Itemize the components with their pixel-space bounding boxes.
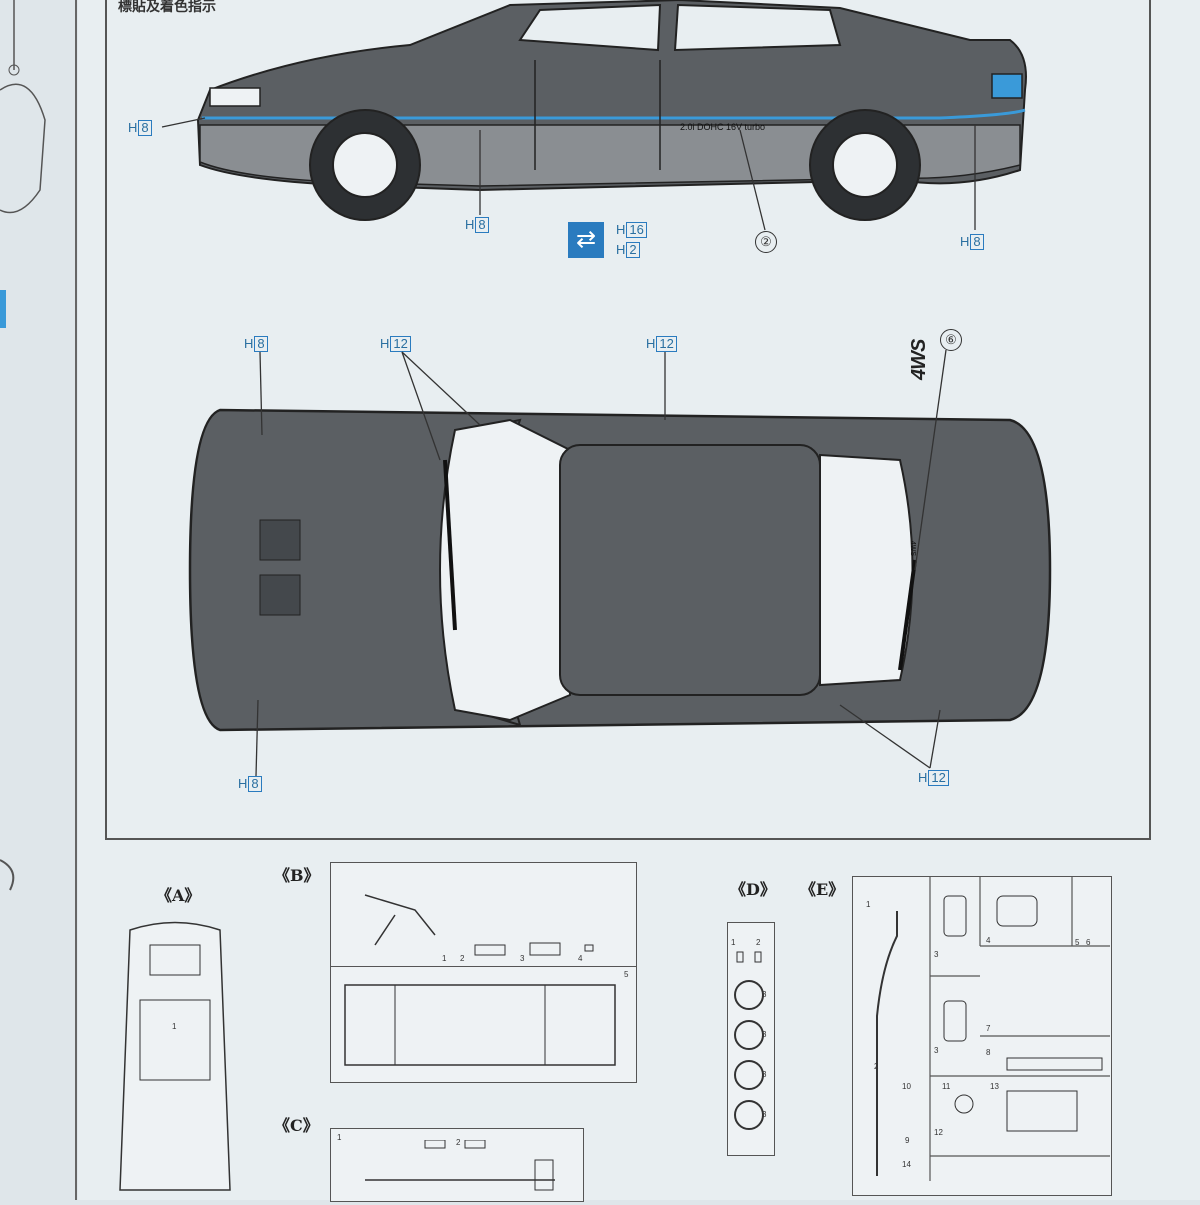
part-d-number-3a: 3 [762,990,767,999]
part-e-number-1: 1 [866,900,871,909]
part-e-number-13: 13 [990,1082,999,1091]
section-a-label: 《A》 [156,886,201,905]
part-e-number-9: 9 [905,1136,910,1145]
part-e-drawings [876,876,1110,1181]
part-e-number-6: 6 [1086,938,1091,947]
section-c-label: 《C》 [274,1116,319,1135]
part-b-number-3: 3 [520,954,525,963]
part-a-body [119,921,231,1191]
car-side-view [196,0,1027,221]
part-d-number-1: 1 [731,938,736,947]
part-e-number-3a: 3 [934,950,939,959]
part-c-number-1: 1 [337,1133,342,1142]
sprue-b [330,862,637,972]
part-e-number-4: 4 [986,936,991,945]
car-top-view [188,408,1052,732]
section-d-label: 《D》 [730,880,776,899]
part-b-number-4: 4 [578,954,583,963]
part-e-number-5: 5 [1075,938,1080,947]
side-decal-text: 2.0i DOHC 16V turbo [680,122,766,132]
part-e-number-7: 7 [986,1024,991,1033]
decal-marker-top: ⑥ [940,329,962,351]
leader-lines [161,117,976,777]
part-e-number-8: 8 [986,1048,991,1057]
decal-instruction-frame [105,0,1151,840]
page-heading: 標貼及着色指示 [118,0,216,14]
part-d-wheels [734,951,764,1130]
previous-page-edge [0,0,77,1200]
part-b-number-1: 1 [442,954,447,963]
part-c-number-2: 2 [456,1138,461,1147]
part-e-number-10: 10 [902,1082,911,1091]
part-e-number-14: 14 [902,1160,911,1169]
section-e-label: 《E》 [800,880,845,899]
part-c-drawings [365,1140,555,1191]
part-e-number-12: 12 [934,1128,943,1137]
part-d-number-3b: 3 [762,1030,767,1039]
two-tone-color-icon: ⇄ [568,222,604,258]
part-e-number-2: 2 [874,1062,879,1071]
part-e-number-3b: 3 [934,1046,939,1055]
part-d-number-2: 2 [756,938,761,947]
previous-page-drawing [0,0,46,891]
section-b-label: 《B》 [274,866,320,885]
part-d-number-3d: 3 [762,1110,767,1119]
part-b-drawings [344,894,616,1066]
part-b-number-5: 5 [624,970,629,979]
part-d-number-3c: 3 [762,1070,767,1079]
part-b-number-2: 2 [460,954,465,963]
part-e-number-11: 11 [942,1082,951,1091]
decal-marker-side: ② [755,231,777,253]
part-a-number: 1 [172,1022,177,1031]
